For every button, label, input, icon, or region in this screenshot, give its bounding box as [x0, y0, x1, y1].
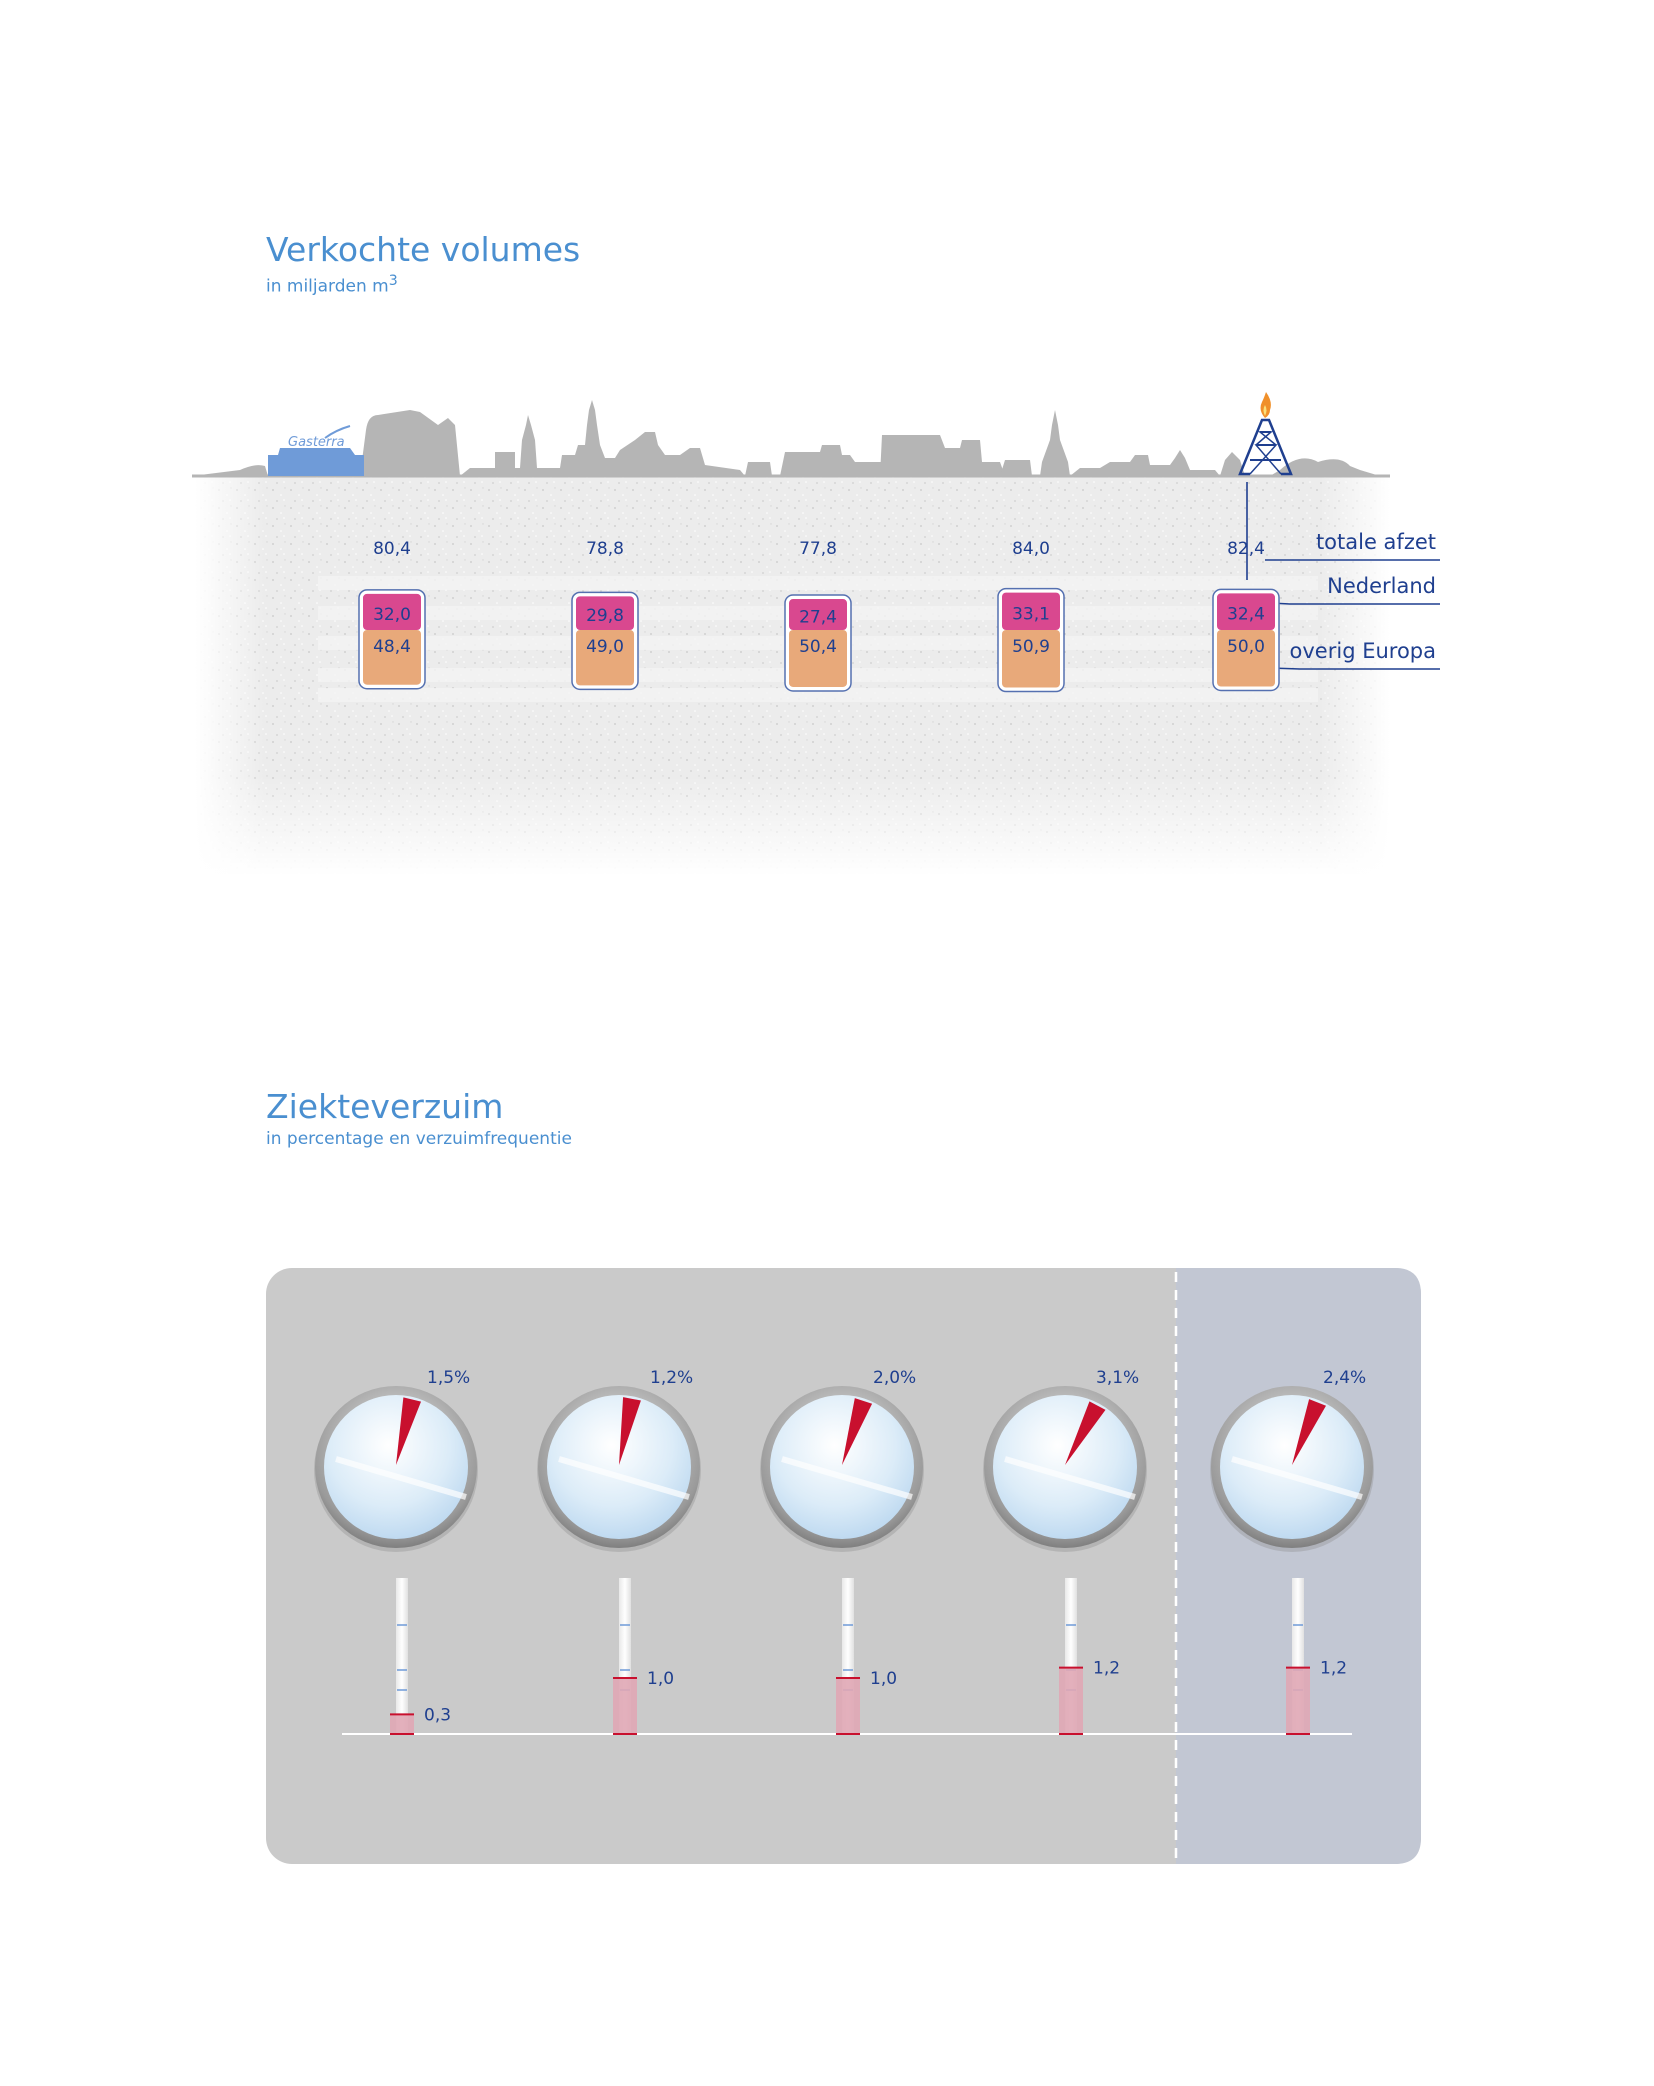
label-frequency: 1,2 — [1320, 1659, 1347, 1679]
volumes-subtitle-text: in miljarden m — [266, 276, 389, 297]
label-frequency: 0,3 — [424, 1705, 451, 1725]
label-overig-europa: 50,0 — [1227, 637, 1265, 657]
bar-nederland — [576, 596, 634, 630]
bar-nederland — [363, 593, 421, 630]
legend-totale-afzet: totale afzet — [1316, 530, 1436, 554]
label-nederland: 32,4 — [1227, 605, 1265, 625]
legend-nederland: Nederland — [1327, 574, 1436, 598]
dial-face — [993, 1395, 1137, 1539]
gauge-needle — [842, 1398, 873, 1465]
gauge-group: 1,5% 0,3 1,2% 1,0 2,0% 1,0 3,1% 1,2 2,4% 1,2 — [314, 1368, 1374, 1735]
dial-face — [1220, 1395, 1364, 1539]
bar-overig-europa — [1002, 630, 1060, 688]
dial-reflection — [558, 1456, 690, 1500]
thermo-tube — [396, 1578, 408, 1734]
dial-face — [547, 1395, 691, 1539]
label-frequency: 1,0 — [647, 1669, 674, 1689]
label-overig-europa: 50,4 — [799, 637, 837, 657]
bar-nederland — [1002, 592, 1060, 630]
volumes-subtitle-sup: 3 — [388, 273, 398, 289]
dial-reflection — [1004, 1456, 1136, 1500]
bar-overig-europa — [1217, 630, 1275, 687]
gauge-needle — [396, 1397, 422, 1465]
label-nederland: 29,8 — [586, 606, 624, 626]
thermo-fill — [1286, 1667, 1310, 1734]
label-percentage: 2,4% — [1323, 1368, 1366, 1388]
ziekteverzuim-chart: 1,5% 0,3 1,2% 1,0 2,0% 1,0 3,1% 1,2 2,4% 1,2 — [266, 1268, 1421, 1864]
dial-face — [770, 1395, 914, 1539]
dial-face — [324, 1395, 468, 1539]
thermo-fill — [390, 1714, 414, 1734]
label-nederland: 27,4 — [799, 608, 837, 628]
panel-highlight — [1176, 1268, 1421, 1864]
volumes-title: Verkochte volumes — [266, 230, 581, 269]
bar-nederland — [789, 599, 847, 630]
bar-overig-europa — [576, 630, 634, 686]
thermo-fill — [836, 1678, 860, 1734]
gauge-needle — [1292, 1399, 1326, 1465]
label-percentage: 2,0% — [873, 1368, 916, 1388]
label-totale-afzet: 84,0 — [1012, 539, 1050, 559]
dial-reflection — [335, 1456, 467, 1500]
gauge-needle — [1065, 1401, 1106, 1465]
label-percentage: 1,2% — [650, 1368, 693, 1388]
gas-tower-icon — [1238, 392, 1293, 476]
label-percentage: 1,5% — [427, 1368, 470, 1388]
ziekteverzuim-title: Ziekteverzuim — [266, 1087, 504, 1126]
ziekteverzuim-subtitle: in percentage en verzuimfrequentie — [266, 1129, 572, 1149]
label-frequency: 1,0 — [870, 1669, 897, 1689]
panel — [266, 1268, 1421, 1864]
dial-reflection — [1231, 1456, 1363, 1500]
bar-nederland — [1217, 593, 1275, 630]
volumes-chart: Gasterra totale afzet Nederland overig E… — [192, 392, 1440, 876]
label-totale-afzet: 78,8 — [586, 539, 624, 559]
bar-overig-europa — [363, 630, 421, 685]
bar-overig-europa — [789, 630, 847, 687]
label-overig-europa: 49,0 — [586, 637, 624, 657]
thermo-fill — [1059, 1667, 1083, 1734]
label-nederland: 33,1 — [1012, 604, 1050, 624]
gauge-needle — [619, 1397, 641, 1465]
label-percentage: 3,1% — [1096, 1368, 1139, 1388]
logo-text: Gasterra — [288, 435, 345, 450]
legend-overig-europa: overig Europa — [1290, 639, 1436, 663]
label-totale-afzet: 80,4 — [373, 539, 411, 559]
gasterra-building: Gasterra — [268, 425, 364, 476]
thermo-fill — [613, 1678, 637, 1734]
label-totale-afzet: 77,8 — [799, 539, 837, 559]
skyline — [192, 400, 1380, 476]
label-overig-europa: 50,9 — [1012, 637, 1050, 657]
label-totale-afzet: 82,4 — [1227, 539, 1265, 559]
dial-reflection — [781, 1456, 913, 1500]
volumes-subtitle: in miljarden m3 — [266, 273, 398, 297]
label-nederland: 32,0 — [373, 605, 411, 625]
label-frequency: 1,2 — [1093, 1659, 1120, 1679]
label-overig-europa: 48,4 — [373, 637, 411, 657]
bar-group: 32,0 48,4 80,4 29,8 49,0 78,8 27,4 50,4 77,8 33,1… — [358, 539, 1280, 693]
